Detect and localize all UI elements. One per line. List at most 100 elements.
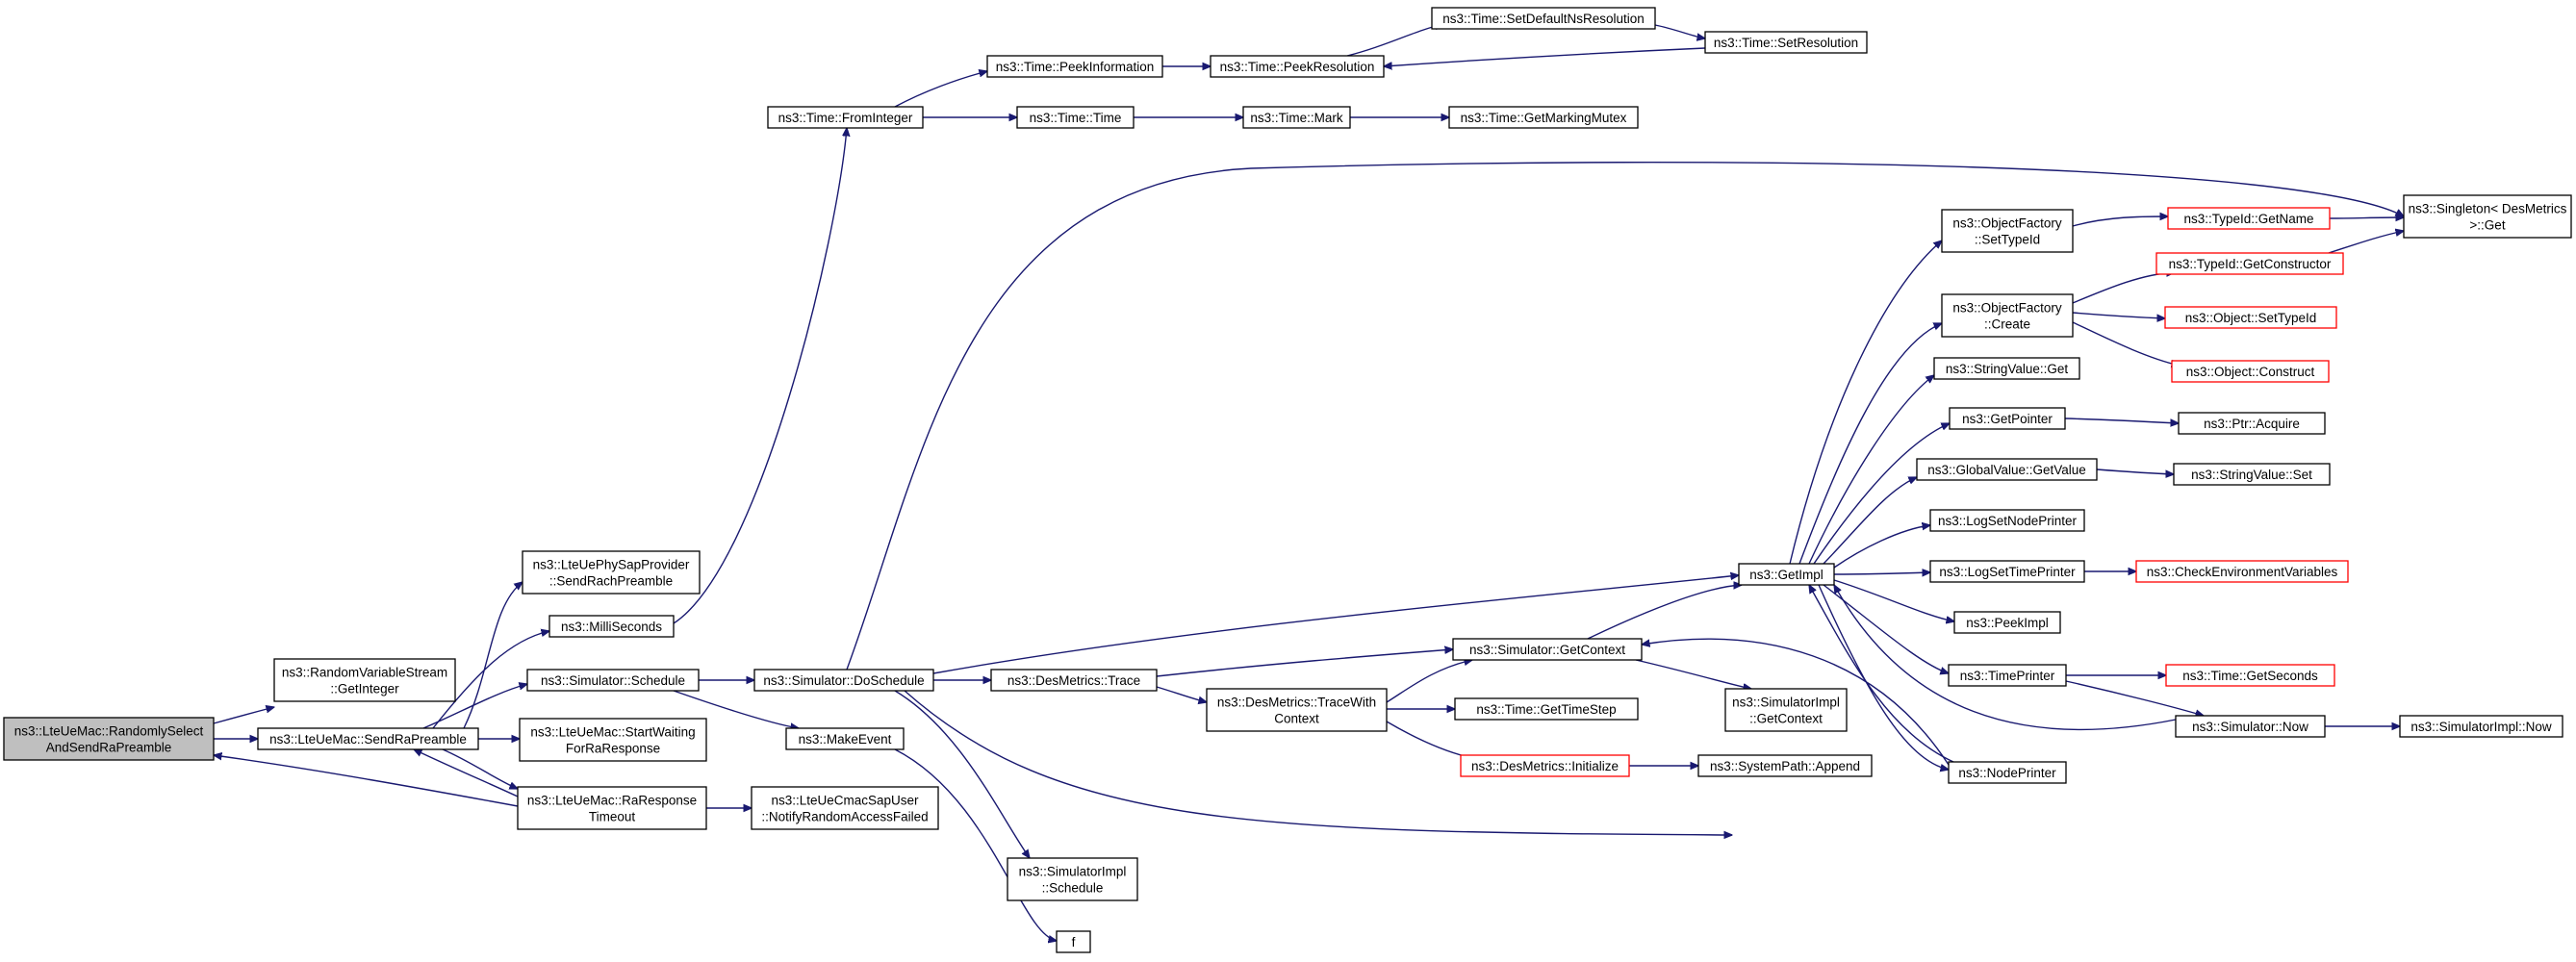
node-label: ns3::GetImpl xyxy=(1749,568,1824,582)
node-getTimeStep[interactable]: ns3::Time::GetTimeStep xyxy=(1454,697,1639,721)
node-label: ::SendRachPreamble xyxy=(549,574,673,589)
node-getImpl[interactable]: ns3::GetImpl xyxy=(1738,563,1835,586)
node-stringGet[interactable]: ns3::StringValue::Get xyxy=(1933,357,2080,380)
node-logNodePrinter[interactable]: ns3::LogSetNodePrinter xyxy=(1929,509,2085,532)
node-sendRachPreamble[interactable]: ns3::LteUePhySapProvider::SendRachPreamb… xyxy=(522,550,701,595)
node-schedule[interactable]: ns3::Simulator::Schedule xyxy=(526,669,700,692)
edge-setDefaultNs-to-setResolution xyxy=(1654,24,1705,38)
node-label: Timeout xyxy=(589,810,636,824)
node-objSetTypeId[interactable]: ns3::Object::SetTypeId xyxy=(2164,306,2337,329)
node-root[interactable]: ns3::LteUeMac::RandomlySelectAndSendRaPr… xyxy=(3,717,215,761)
node-getSeconds[interactable]: ns3::Time::GetSeconds xyxy=(2165,664,2335,687)
node-label: ns3::Time::SetDefaultNsResolution xyxy=(1442,12,1645,26)
node-desInit[interactable]: ns3::DesMetrics::Initialize xyxy=(1460,754,1630,777)
edge-raTimeout-to-root xyxy=(214,755,519,807)
node-append[interactable]: ns3::SystemPath::Append xyxy=(1697,754,1873,777)
node-box xyxy=(3,717,215,761)
node-implNow[interactable]: ns3::SimulatorImpl::Now xyxy=(2399,715,2563,738)
node-label: ns3::LteUeMac::SendRaPreamble xyxy=(269,732,467,747)
node-gvGetValue[interactable]: ns3::GlobalValue::GetValue xyxy=(1916,458,2098,481)
node-ofSetTypeId[interactable]: ns3::ObjectFactory::SetTypeId xyxy=(1941,209,2074,253)
node-label: ::SetTypeId xyxy=(1975,233,2040,247)
node-label: Context xyxy=(1274,712,1319,726)
edge-getImpl-to-logTimePrinter xyxy=(1833,572,1930,574)
node-ofCreate[interactable]: ns3::ObjectFactory::Create xyxy=(1941,293,2074,338)
node-getPointer[interactable]: ns3::GetPointer xyxy=(1949,407,2066,430)
edge-getPointer-to-ptrAcquire xyxy=(2064,418,2179,423)
node-box xyxy=(1697,754,1873,777)
node-ptrAcquire[interactable]: ns3::Ptr::Acquire xyxy=(2178,412,2326,435)
node-label: ForRaResponse xyxy=(566,742,660,756)
node-desTrace[interactable]: ns3::DesMetrics::Trace xyxy=(990,669,1158,692)
node-box xyxy=(2175,715,2326,738)
node-checkEnv[interactable]: ns3::CheckEnvironmentVariables xyxy=(2135,560,2349,583)
edge-getImpl-to-ofCreate xyxy=(1798,323,1942,565)
node-box xyxy=(1056,930,1091,953)
edge-nodePrinter-to-getImpl xyxy=(1809,585,1954,763)
node-label: ns3::LteUeCmacSapUser xyxy=(771,794,919,808)
node-implSchedule[interactable]: ns3::SimulatorImpl::Schedule xyxy=(1007,857,1138,901)
node-sendRaPreamble[interactable]: ns3::LteUeMac::SendRaPreamble xyxy=(257,727,479,750)
node-fromInteger[interactable]: ns3::Time::FromInteger xyxy=(767,106,924,129)
node-setDefaultNs[interactable]: ns3::Time::SetDefaultNsResolution xyxy=(1431,7,1656,30)
node-label: ns3::RandomVariableStream xyxy=(282,666,447,680)
node-box xyxy=(2135,560,2349,583)
node-box xyxy=(1704,31,1868,54)
node-timePrinter[interactable]: ns3::TimePrinter xyxy=(1948,664,2067,687)
node-label: f xyxy=(1072,935,1076,949)
node-notifyRaFailed[interactable]: ns3::LteUeCmacSapUser::NotifyRandomAcces… xyxy=(751,786,939,830)
node-box xyxy=(1724,688,1848,732)
node-milliSeconds[interactable]: ns3::MilliSeconds xyxy=(548,615,675,638)
node-makeEvent[interactable]: ns3::MakeEvent xyxy=(785,727,905,750)
node-box xyxy=(1448,106,1639,129)
node-box xyxy=(526,669,700,692)
node-nodePrinter[interactable]: ns3::NodePrinter xyxy=(1948,761,2067,784)
node-box xyxy=(1016,106,1135,129)
node-box xyxy=(2167,207,2331,230)
node-singletonGet[interactable]: ns3::Singleton< DesMetrics>::Get xyxy=(2403,194,2572,239)
node-simNow[interactable]: ns3::Simulator::Now xyxy=(2175,715,2326,738)
node-label: ns3::Time::Time xyxy=(1030,111,1122,125)
node-label: ns3::Simulator::DoSchedule xyxy=(763,673,924,688)
node-f[interactable]: f xyxy=(1056,930,1091,953)
node-label: ns3::Object::Construct xyxy=(2186,365,2315,379)
node-box xyxy=(2403,194,2572,239)
node-box xyxy=(1738,563,1835,586)
node-implGetContext[interactable]: ns3::SimulatorImpl::GetContext xyxy=(1724,688,1848,732)
node-mark[interactable]: ns3::Time::Mark xyxy=(1242,106,1351,129)
node-peekInformation[interactable]: ns3::Time::PeekInformation xyxy=(986,55,1163,78)
node-label: >::Get xyxy=(2469,218,2505,233)
edge-milliSeconds-to-fromInteger xyxy=(673,128,847,624)
node-label: ns3::PeekImpl xyxy=(1966,616,2049,630)
node-setResolution[interactable]: ns3::Time::SetResolution xyxy=(1704,31,1868,54)
node-label: ns3::Time::SetResolution xyxy=(1714,36,1858,50)
node-label: ns3::SimulatorImpl xyxy=(1019,865,1127,879)
edge-sendRaPreamble-to-schedule xyxy=(422,684,527,729)
node-label: ns3::StringValue::Get xyxy=(1946,362,2069,376)
node-getMarkingMutex[interactable]: ns3::Time::GetMarkingMutex xyxy=(1448,106,1639,129)
node-typeIdGetName[interactable]: ns3::TypeId::GetName xyxy=(2167,207,2331,230)
node-timeTime[interactable]: ns3::Time::Time xyxy=(1016,106,1135,129)
node-box xyxy=(257,727,479,750)
node-getContext[interactable]: ns3::Simulator::GetContext xyxy=(1452,638,1643,661)
node-box xyxy=(751,786,939,830)
node-label: ns3::MilliSeconds xyxy=(561,620,662,634)
node-box xyxy=(2165,664,2335,687)
node-getInteger[interactable]: ns3::RandomVariableStream::GetInteger xyxy=(273,658,456,702)
node-peekImpl[interactable]: ns3::PeekImpl xyxy=(1953,611,2061,634)
node-label: ns3::Time::GetMarkingMutex xyxy=(1461,111,1627,125)
node-doSchedule[interactable]: ns3::Simulator::DoSchedule xyxy=(753,669,934,692)
edge-getImpl-to-nodePrinter xyxy=(1818,584,1949,770)
edge-doSchedule-to-simNow xyxy=(904,690,1732,835)
node-logTimePrinter[interactable]: ns3::LogSetTimePrinter xyxy=(1929,560,2085,583)
node-stringSet[interactable]: ns3::StringValue::Set xyxy=(2173,463,2331,486)
node-label: ns3::GetPointer xyxy=(1962,412,2053,426)
node-label: ::NotifyRandomAccessFailed xyxy=(761,810,928,824)
node-peekResolution[interactable]: ns3::Time::PeekResolution xyxy=(1210,55,1385,78)
edge-sendRaPreamble-to-milliSeconds xyxy=(432,631,549,729)
node-typeIdGetCtor[interactable]: ns3::TypeId::GetConstructor xyxy=(2155,252,2344,275)
node-objConstruct[interactable]: ns3::Object::Construct xyxy=(2171,360,2330,383)
